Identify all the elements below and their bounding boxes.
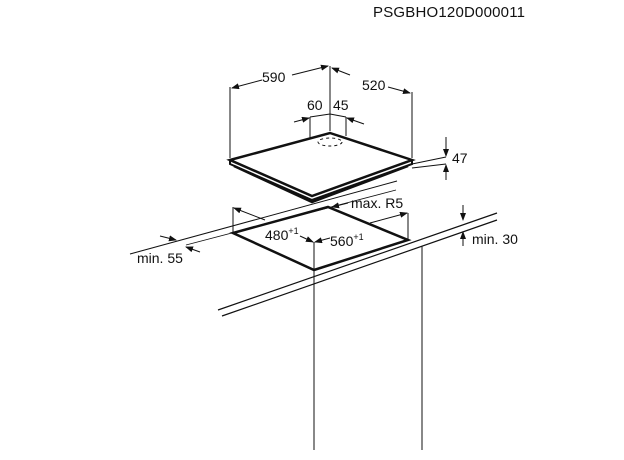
- dim-min-front: min. 55: [137, 250, 183, 266]
- dim-radius: max. R5: [351, 195, 403, 211]
- dim-cutout-width: 560+1: [330, 232, 364, 249]
- dim-cutout-depth: 480+1: [265, 226, 299, 243]
- dim-height: 47: [452, 150, 468, 166]
- dim-min-thickness: min. 30: [472, 231, 518, 247]
- product-code: PSGBHO120D000011: [373, 4, 526, 21]
- dim-offset-left: 60: [307, 97, 323, 113]
- dim-width: 590: [262, 69, 286, 85]
- dim-offset-right: 45: [333, 97, 349, 113]
- hob: [226, 131, 416, 204]
- dim-depth: 520: [362, 77, 386, 93]
